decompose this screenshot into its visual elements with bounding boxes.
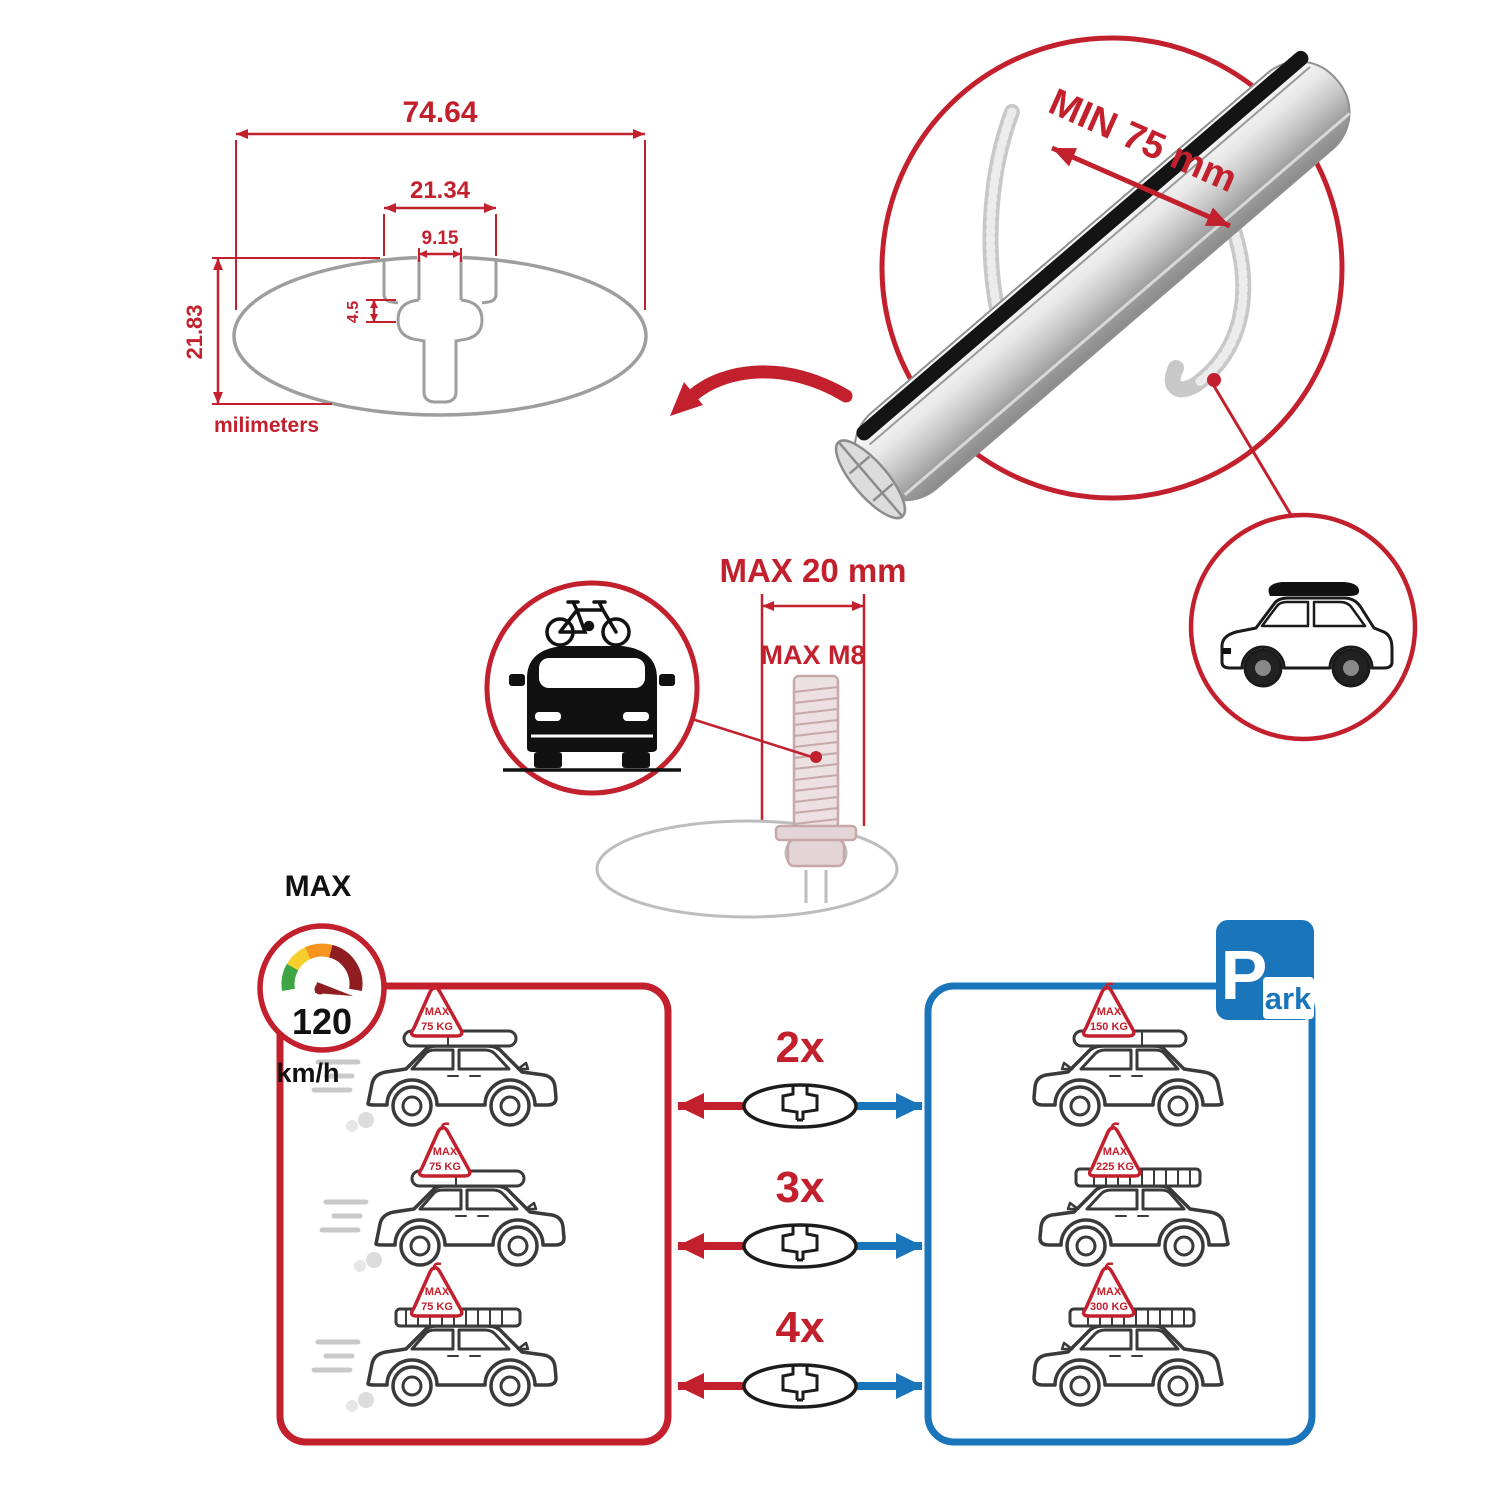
sign-load-value: 75 KG — [429, 1161, 461, 1173]
sign-load-value: 300 KG — [1090, 1301, 1128, 1313]
gauge-needle — [315, 982, 353, 996]
car-front-bike-circle — [484, 580, 700, 796]
dim-notch-outer-width-label: 21.34 — [410, 177, 471, 204]
roof-rail-ghosts — [982, 104, 1252, 398]
car-front-illustration — [503, 646, 681, 772]
driving-sign-1: MAX 75 KG — [409, 981, 464, 1038]
slot-opening-gap — [417, 249, 463, 264]
rail-pointer-dot — [1207, 373, 1221, 387]
sign-max-label: MAX — [425, 1006, 450, 1018]
sign-max-label: MAX — [433, 1146, 458, 1158]
bolt-pointer-dot — [810, 751, 822, 763]
sign-max-label: MAX — [425, 1286, 450, 1298]
bar-count-label: 4x — [776, 1303, 825, 1352]
zoom-arrow — [670, 365, 853, 416]
profile-outline — [232, 255, 648, 417]
dim-profile-height-label: 21.83 — [182, 304, 207, 359]
sign-max-label: MAX — [1097, 1006, 1122, 1018]
parking-sign: P ark — [1216, 920, 1314, 1020]
sign-load-value: 225 KG — [1096, 1161, 1134, 1173]
speed-units: km/h — [276, 1058, 339, 1088]
connector-row-3: 4x — [677, 1303, 923, 1409]
connector-row-1: 2x — [677, 1023, 923, 1129]
speed-max-title: MAX — [285, 870, 352, 903]
parked-sign-3: MAX 300 KG — [1081, 1261, 1136, 1318]
dim-notch-depth-label: 4.5 — [345, 301, 362, 323]
connector-row-2: 3x — [677, 1163, 923, 1269]
driving-car-row-3: MAX 75 KG — [314, 1261, 558, 1412]
parking-sign-letter: P — [1221, 936, 1268, 1014]
bolt-spec-section: MAX 20 mm MAX M8 — [595, 552, 907, 919]
sign-load-value: 150 KG — [1090, 1021, 1128, 1033]
bolt-dimension-lines — [760, 594, 866, 826]
bar-count-label: 3x — [776, 1163, 825, 1212]
dim-slot-opening-width-label: 9.15 — [422, 228, 459, 249]
bicycle-illustration — [545, 600, 631, 647]
sign-load-value: 75 KG — [421, 1021, 453, 1033]
t-slot-profile — [382, 257, 498, 404]
sign-max-label: MAX — [1097, 1286, 1122, 1298]
bar-count-label: 2x — [776, 1023, 825, 1072]
suv-roofbox-circle — [1188, 512, 1418, 742]
parking-sign-suffix: ark — [1265, 981, 1312, 1016]
parked-car-row-3: MAX 300 KG — [1032, 1261, 1224, 1407]
parked-sign-1: MAX 150 KG — [1081, 981, 1136, 1038]
dim-total-width-label: 74.64 — [402, 96, 477, 129]
pointer-line-to-suv — [1212, 385, 1296, 521]
bolt-max-thread-label: MAX M8 — [760, 640, 865, 670]
pointer-line-to-car — [691, 717, 813, 759]
sign-max-label: MAX — [1103, 1146, 1128, 1158]
roof-box-black — [1268, 582, 1360, 596]
driving-car-row-2: MAX 75 KG — [322, 1121, 566, 1272]
sign-load-value: 75 KG — [421, 1301, 453, 1313]
suv-illustration — [1220, 582, 1394, 688]
speed-limit-gauge: MAX 120 km/h — [257, 870, 387, 1088]
dimension-lines — [212, 129, 646, 405]
dim-units-label: milimeters — [214, 414, 319, 437]
bolt-max-protrusion-label: MAX 20 mm — [719, 552, 906, 589]
driving-sign-2: MAX 75 KG — [417, 1121, 472, 1178]
parked-car-row-2: MAX 225 KG — [1038, 1121, 1230, 1267]
speed-value: 120 — [292, 1001, 352, 1042]
bolt-illustration — [691, 674, 858, 868]
gauge-arcs — [281, 943, 363, 992]
min-span-arrow — [1050, 145, 1232, 229]
parked-car-row-1: MAX 150 KG — [1032, 981, 1224, 1127]
bar-detail-circle: MIN 75 mm — [834, 35, 1351, 521]
driving-sign-3: MAX 75 KG — [409, 1261, 464, 1318]
driving-car-row-1: MAX 75 KG — [314, 981, 558, 1132]
parked-sign-2: MAX 225 KG — [1087, 1121, 1142, 1178]
profile-dimension-drawing: 74.64 21.34 9.15 4.5 21.83 milimeters — [182, 96, 648, 437]
